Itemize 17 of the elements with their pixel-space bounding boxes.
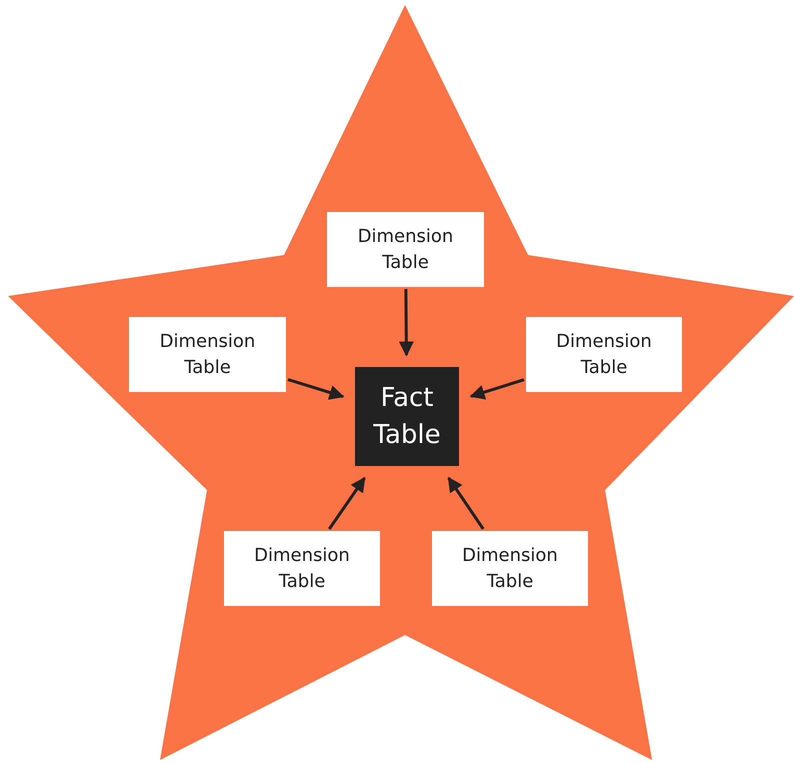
- dimension-table-box: [129, 317, 286, 392]
- arrow: [288, 378, 344, 400]
- table-label: Dimension Table: [555, 330, 653, 380]
- table-label: Dimension Table: [356, 224, 454, 274]
- arrow: [328, 476, 366, 530]
- arrow: [398, 288, 414, 356]
- table-label: Dimension Table: [158, 330, 256, 380]
- table-label: Fact Table: [372, 382, 442, 452]
- dimension-table-box: [432, 531, 588, 606]
- dimension-table-box: [224, 531, 380, 606]
- arrow: [470, 378, 524, 400]
- table-label: Dimension Table: [253, 544, 351, 594]
- arrow: [447, 476, 484, 530]
- table-label: Dimension Table: [461, 544, 559, 594]
- fact-table-box: [355, 367, 459, 466]
- dimension-table-box: [327, 212, 484, 287]
- dimension-table-box: [526, 317, 682, 392]
